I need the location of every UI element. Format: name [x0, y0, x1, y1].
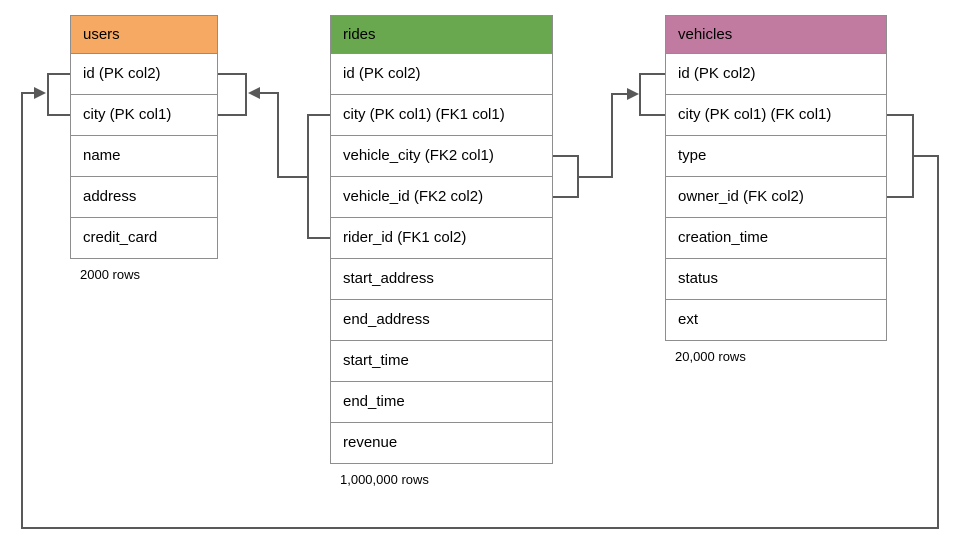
table-row: city (PK col1) (FK1 col1): [330, 95, 553, 136]
table-row: name: [70, 136, 218, 177]
vehicles-left-bracket: [639, 73, 665, 116]
table-vehicles-rows: id (PK col2)city (PK col1) (FK col1)type…: [665, 54, 887, 341]
table-row: end_time: [330, 382, 553, 423]
arrowhead-into-users-left-icon: [34, 87, 46, 99]
table-row: revenue: [330, 423, 553, 464]
table-row: city (PK col1) (FK col1): [665, 95, 887, 136]
table-row: start_time: [330, 341, 553, 382]
table-row: end_address: [330, 300, 553, 341]
table-rides-title: rides: [343, 26, 376, 43]
arrowhead-into-vehicles-left-icon: [627, 88, 639, 100]
vehicles-row-count: 20,000 rows: [675, 349, 746, 364]
rides-left-bracket: [307, 114, 330, 239]
users-left-bracket: [47, 73, 70, 116]
table-rides-header: rides: [330, 15, 553, 54]
rides-row-count: 1,000,000 rows: [340, 472, 429, 487]
table-users-header: users: [70, 15, 218, 54]
table-row: rider_id (FK1 col2): [330, 218, 553, 259]
table-row: vehicle_id (FK2 col2): [330, 177, 553, 218]
table-row: creation_time: [665, 218, 887, 259]
table-row: ext: [665, 300, 887, 341]
table-row: id (PK col2): [665, 54, 887, 95]
table-vehicles: vehicles id (PK col2)city (PK col1) (FK …: [665, 15, 887, 364]
table-vehicles-header: vehicles: [665, 15, 887, 54]
table-row: type: [665, 136, 887, 177]
rides-right-bracket: [553, 155, 579, 198]
users-row-count: 2000 rows: [80, 267, 140, 282]
table-users-title: users: [83, 26, 120, 43]
table-vehicles-title: vehicles: [678, 26, 733, 43]
arrowhead-into-users-right-icon: [248, 87, 260, 99]
table-rides-rows: id (PK col2)city (PK col1) (FK1 col1)veh…: [330, 54, 553, 464]
connector-rides-to-vehicles: [553, 73, 665, 198]
table-row: id (PK col2): [330, 54, 553, 95]
table-row: credit_card: [70, 218, 218, 259]
connector-rides-to-users: [218, 73, 330, 239]
connector-vehicles-to-users: [21, 73, 939, 529]
users-right-bracket: [218, 73, 247, 116]
rides-users-line: [260, 92, 308, 178]
table-row: vehicle_city (FK2 col1): [330, 136, 553, 177]
table-row: address: [70, 177, 218, 218]
table-rides: rides id (PK col2)city (PK col1) (FK1 co…: [330, 15, 553, 487]
rides-vehicles-line: [578, 93, 627, 178]
vehicles-right-bracket: [887, 114, 914, 198]
table-row: id (PK col2): [70, 54, 218, 95]
vehicles-users-loop-line: [21, 92, 939, 529]
table-row: city (PK col1): [70, 95, 218, 136]
table-row: status: [665, 259, 887, 300]
table-row: start_address: [330, 259, 553, 300]
table-row: owner_id (FK col2): [665, 177, 887, 218]
